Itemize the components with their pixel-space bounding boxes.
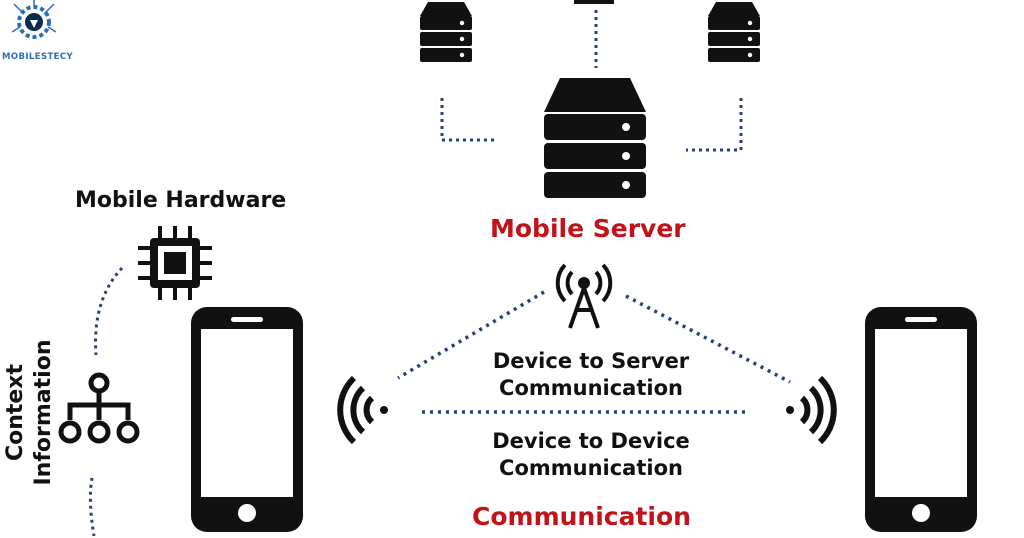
server-icon [708, 2, 760, 62]
smartphone-icon [865, 307, 977, 532]
antenna-tower-icon [555, 263, 613, 329]
context-line-2: Information [31, 339, 56, 486]
smartphone-icon [191, 307, 303, 532]
mobile-hardware-label: Mobile Hardware [75, 188, 287, 213]
server-links [440, 10, 743, 152]
chip-icon [138, 226, 212, 300]
context-links [88, 266, 124, 537]
device-to-server-line-2: Communication [499, 376, 683, 400]
context-information-label: Context Information [2, 330, 58, 495]
device-to-device-line-1: Device to Device [492, 429, 690, 453]
server-icon [420, 2, 472, 62]
mobile-server-label: Mobile Server [490, 214, 686, 243]
brand-logo-text: MOBILESTECY [2, 52, 74, 62]
wifi-signal-icon [337, 375, 388, 445]
server-icon [574, 0, 614, 4]
device-to-device-label: Device to Device Communication [473, 428, 709, 482]
mobile-server-icon [544, 78, 646, 198]
network-tree-icon [58, 372, 140, 444]
device-to-server-label: Device to Server Communication [476, 348, 706, 402]
wifi-signal-icon [786, 375, 837, 445]
gear-logo-icon [11, 0, 57, 39]
device-to-server-line-1: Device to Server [492, 349, 690, 373]
communication-links [397, 290, 791, 414]
communication-label: Communication [472, 502, 691, 531]
device-to-device-line-2: Communication [499, 456, 683, 480]
context-line-1: Context [3, 363, 28, 462]
